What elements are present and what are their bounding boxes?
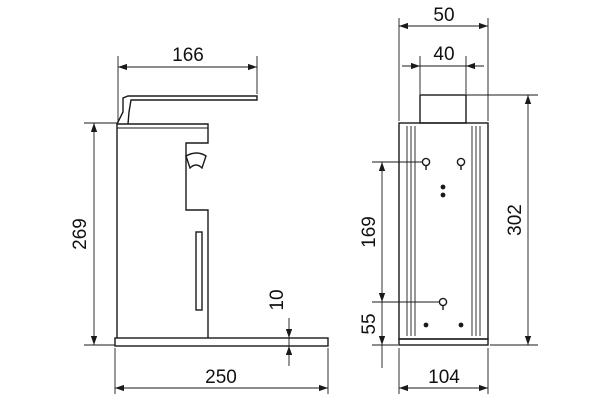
front-lever-block — [419, 94, 467, 124]
dim-302: 302 — [466, 94, 538, 346]
side-base-plate — [114, 337, 329, 347]
dim-166-label: 166 — [172, 45, 204, 66]
side-nozzle — [185, 152, 207, 170]
dim-302-label: 302 — [505, 204, 526, 236]
side-view: 166 269 250 10 — [70, 45, 329, 394]
side-lever-arm — [116, 95, 258, 125]
dim-250-label: 250 — [205, 367, 237, 388]
dim-169-label: 169 — [359, 216, 380, 248]
screw-holes — [423, 184, 464, 328]
dim-55-label: 55 — [359, 313, 380, 334]
front-base — [398, 338, 489, 346]
front-ribs — [406, 126, 481, 336]
dim-55: 55 — [359, 302, 398, 368]
dim-269: 269 — [70, 122, 118, 346]
side-body-outline — [116, 123, 209, 338]
dim-104: 104 — [398, 348, 489, 394]
front-view: 50 40 302 169 — [359, 5, 538, 394]
dim-250: 250 — [114, 348, 329, 394]
dim-10: 10 — [267, 289, 300, 366]
side-slot — [195, 231, 203, 311]
dim-10-label: 10 — [267, 289, 288, 310]
dim-50-label: 50 — [433, 5, 454, 26]
dim-269-label: 269 — [70, 218, 91, 250]
dim-104-label: 104 — [428, 367, 460, 388]
dim-50: 50 — [398, 5, 489, 121]
dim-166: 166 — [117, 45, 258, 122]
dim-169: 169 — [359, 161, 439, 303]
dim-40: 40 — [402, 44, 484, 94]
dim-40-label: 40 — [433, 44, 454, 65]
keyhole-mounts — [421, 157, 466, 310]
